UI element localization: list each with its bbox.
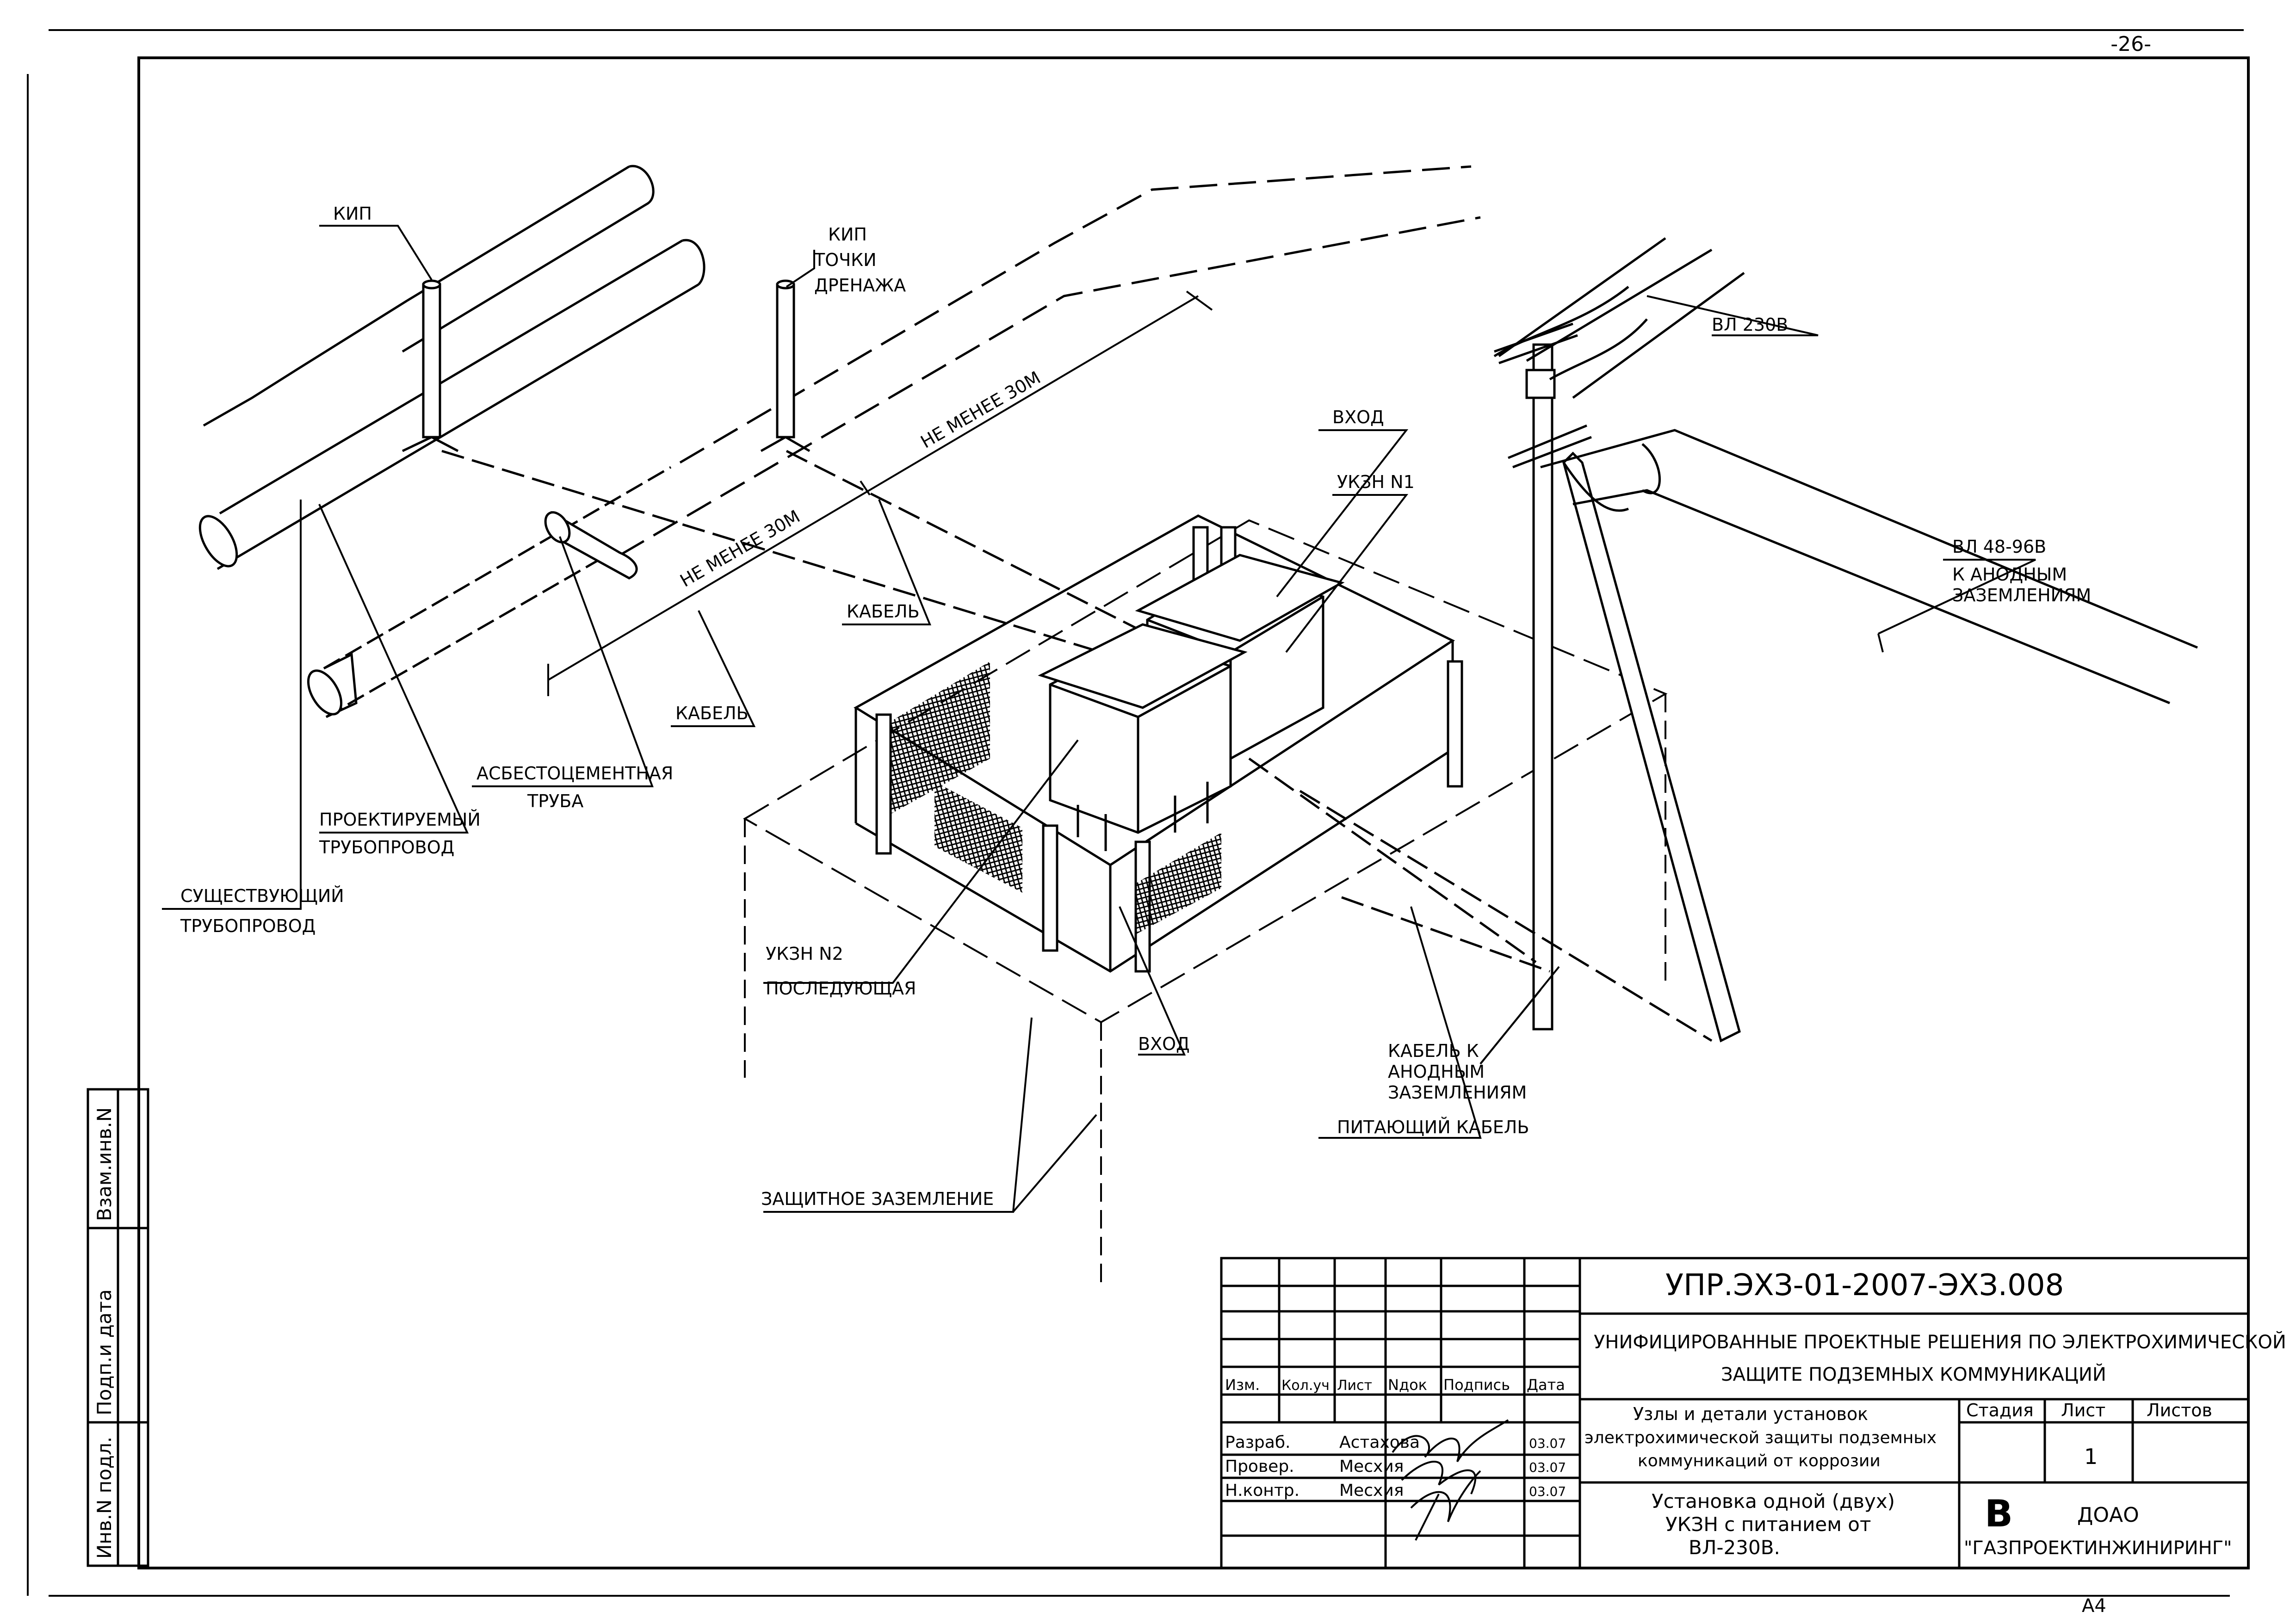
label-cable-2: КАБЕЛЬ (675, 703, 749, 723)
sheet-title-1: Установка одной (двух) (1652, 1490, 1895, 1513)
label-protective-grounding: ЗАЩИТНОЕ ЗАЗЕМЛЕНИЕ (761, 1189, 994, 1209)
label-asbestos-pipe-1: АСБЕСТОЦЕМЕНТНАЯ (477, 763, 673, 784)
row-role-developer: Разраб. (1225, 1433, 1290, 1452)
organization-line-2: "ГАЗПРОЕКТИНЖИНИРИНГ" (1964, 1538, 2232, 1559)
subject-line-1: УНИФИЦИРОВАННЫЕ ПРОЕКТНЫЕ РЕШЕНИЯ ПО ЭЛЕ… (1594, 1331, 2286, 1353)
row-date-normcontrol: 03.07 (1529, 1484, 1566, 1499)
stage-header: Стадия (1966, 1400, 2034, 1420)
leader-lines (162, 225, 2036, 1213)
label-existing-pipeline-1: СУЩЕСТВУЮЩИЙ (180, 886, 344, 906)
row-name-developer: Астахова (1339, 1433, 1420, 1452)
ukzn-cabinet-2 (1038, 623, 1248, 851)
label-cable-1: КАБЕЛЬ (847, 601, 920, 622)
label-vl48-3: ЗАЗЕМЛЕНИЯМ (1952, 585, 2091, 605)
row-role-checker: Провер. (1225, 1457, 1294, 1476)
side-stamp-inv-podl: Инв.N подл. (93, 1437, 116, 1559)
cables (441, 450, 1144, 654)
side-stamp (87, 1088, 149, 1567)
sheets-header: Листов (2147, 1400, 2212, 1420)
label-ukzn-2-line1: УКЗН N2 (766, 944, 843, 964)
fence (854, 514, 1463, 973)
side-stamp-podp-data: Подп.и дата (93, 1289, 116, 1415)
asbestos-cement-pipe (544, 511, 638, 580)
doc-code: УПР.ЭХЗ-01-2007-ЭХЗ.008 (1665, 1268, 2064, 1303)
label-supply-cable: ПИТАЮЩИЙ КАБЕЛЬ (1337, 1117, 1529, 1137)
label-kip-2-line2: ТОЧКИ (814, 250, 877, 270)
row-role-normcontrol: Н.контр. (1225, 1481, 1300, 1500)
header-kol-uch: Кол.уч (1281, 1377, 1330, 1394)
label-cable-anode-1: КАБЕЛЬ К (1388, 1041, 1479, 1061)
kip-post-1 (402, 279, 459, 452)
overhead-line-vl48 (1540, 429, 2198, 704)
label-ukzn-1: УКЗН N1 (1337, 472, 1415, 492)
label-kip-1: КИП (333, 204, 372, 224)
row-name-checker: Месхия (1339, 1457, 1404, 1476)
header-ndok: Nдок (1388, 1376, 1427, 1394)
outer-frame (27, 29, 2250, 1597)
projected-pipeline (203, 165, 1481, 718)
header-list: Лист (1337, 1377, 1372, 1394)
organization-logo: В (1985, 1492, 2013, 1535)
label-vl48-1: ВЛ 48-96В (1952, 537, 2046, 557)
section-line-2: электрохимической защиты подземных (1584, 1428, 1937, 1447)
label-existing-pipeline-2: ТРУБОПРОВОД (180, 916, 316, 936)
label-asbestos-pipe-2: ТРУБА (527, 791, 583, 811)
label-ukzn-2-line2: ПОСЛЕДУЮЩАЯ (766, 978, 916, 999)
header-izm: Изм. (1225, 1376, 1260, 1394)
label-cable-anode-2: АНОДНЫМ (1388, 1062, 1485, 1082)
label-entry-1: ВХОД (1332, 407, 1384, 427)
header-data: Дата (1527, 1376, 1565, 1394)
label-entry-2: ВХОД (1138, 1034, 1190, 1054)
kip-post-2 (760, 279, 811, 452)
row-date-checker: 03.07 (1529, 1460, 1566, 1475)
label-projected-pipeline-1: ПРОЕКТИРУЕМЫЙ (319, 809, 481, 830)
label-vl230: ВЛ 230В (1712, 315, 1788, 335)
dimension-lines (547, 290, 1213, 696)
row-date-developer: 03.07 (1529, 1436, 1566, 1451)
overhead-line-vl230 (1493, 237, 1745, 399)
section-line-1: Узлы и детали установок (1633, 1404, 1868, 1424)
sheet-header: Лист (2061, 1400, 2105, 1420)
page-number: -26- (2110, 32, 2151, 56)
section-line-3: коммуникаций от коррозии (1638, 1451, 1881, 1470)
label-kip-2-line3: ДРЕНАЖА (814, 275, 906, 296)
label-cable-anode-3: ЗАЗЕМЛЕНИЯМ (1388, 1082, 1527, 1103)
sheet-title-3: ВЛ-230В. (1689, 1536, 1780, 1559)
title-block-grid (1220, 1257, 2250, 1569)
subject-line-2: ЗАЩИТЕ ПОДЗЕМНЫХ КОММУНИКАЦИЙ (1721, 1363, 2106, 1385)
header-podpis: Подпись (1443, 1376, 1510, 1394)
label-kip-2: КИП (828, 224, 867, 245)
label-distance-2: НЕ МЕНЕЕ 30М (917, 367, 1044, 452)
label-distance-1: НЕ МЕНЕЕ 30М (677, 506, 804, 591)
label-vl48-2: К АНОДНЫМ (1952, 564, 2067, 585)
existing-pipeline (198, 239, 706, 570)
ground-rods (744, 694, 1666, 1291)
row-name-normcontrol: Месхия (1339, 1481, 1404, 1500)
power-pole (1494, 322, 1741, 1043)
sheet-title-2: УКЗН с питанием от (1665, 1513, 1871, 1536)
feeder-cables (1248, 757, 1713, 1042)
side-stamp-vzam-inv: Взам.инв.N (93, 1107, 116, 1221)
signatures (1392, 1419, 1509, 1541)
label-projected-pipeline-2: ТРУБОПРОВОД (319, 837, 454, 858)
organization-line-1: ДОАО (2077, 1503, 2139, 1527)
format-label: A4 (2082, 1595, 2106, 1617)
sheet-value: 1 (2084, 1444, 2098, 1469)
